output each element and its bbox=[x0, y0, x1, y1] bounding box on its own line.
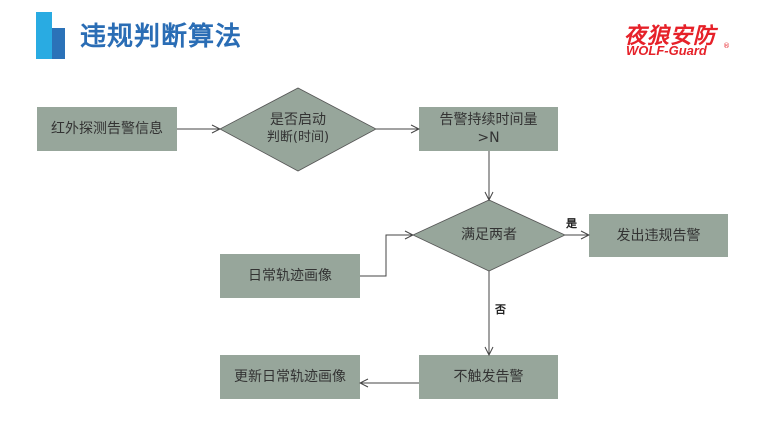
brand-logo-en: WOLF-Guard bbox=[626, 43, 707, 58]
node-update-profile bbox=[220, 355, 360, 399]
page-title: 违规判断算法 bbox=[80, 22, 243, 52]
node-no-alarm bbox=[419, 355, 558, 399]
node-both-met-label: 满足两者 bbox=[461, 227, 517, 243]
node-start-check-label: 是否启动 判断(时间) bbox=[250, 108, 346, 150]
edge-profile-to-both bbox=[360, 235, 413, 277]
edge-label-yes: 是 bbox=[566, 217, 577, 230]
node-daily-profile bbox=[220, 254, 360, 298]
node-ir-alarm bbox=[37, 107, 177, 151]
node-no-alarm-label: 不触发告警 bbox=[453, 369, 524, 385]
brand-logo-cn: 夜狼安防 bbox=[624, 24, 717, 49]
edge-label-no: 否 bbox=[495, 303, 506, 316]
registered-mark: ® bbox=[723, 42, 730, 50]
duration-line1: 告警持续时间量 bbox=[439, 112, 538, 128]
node-issue-alarm-label: 发出违规告警 bbox=[616, 227, 701, 244]
logo-bar-light bbox=[36, 12, 52, 59]
start-check-line1: 是否启动 bbox=[270, 112, 326, 128]
node-duration bbox=[419, 107, 558, 151]
node-update-profile-label: 更新日常轨迹画像 bbox=[234, 369, 346, 385]
logo-bar-dark bbox=[52, 28, 65, 59]
node-issue-alarm bbox=[589, 214, 728, 257]
node-daily-profile-label: 日常轨迹画像 bbox=[248, 268, 332, 284]
node-duration-label: 告警持续时间量 >N bbox=[419, 107, 558, 151]
node-ir-alarm-label: 红外探测告警信息 bbox=[51, 121, 163, 137]
start-check-line2: 判断(时间) bbox=[266, 130, 330, 145]
duration-line2: >N bbox=[477, 130, 500, 146]
